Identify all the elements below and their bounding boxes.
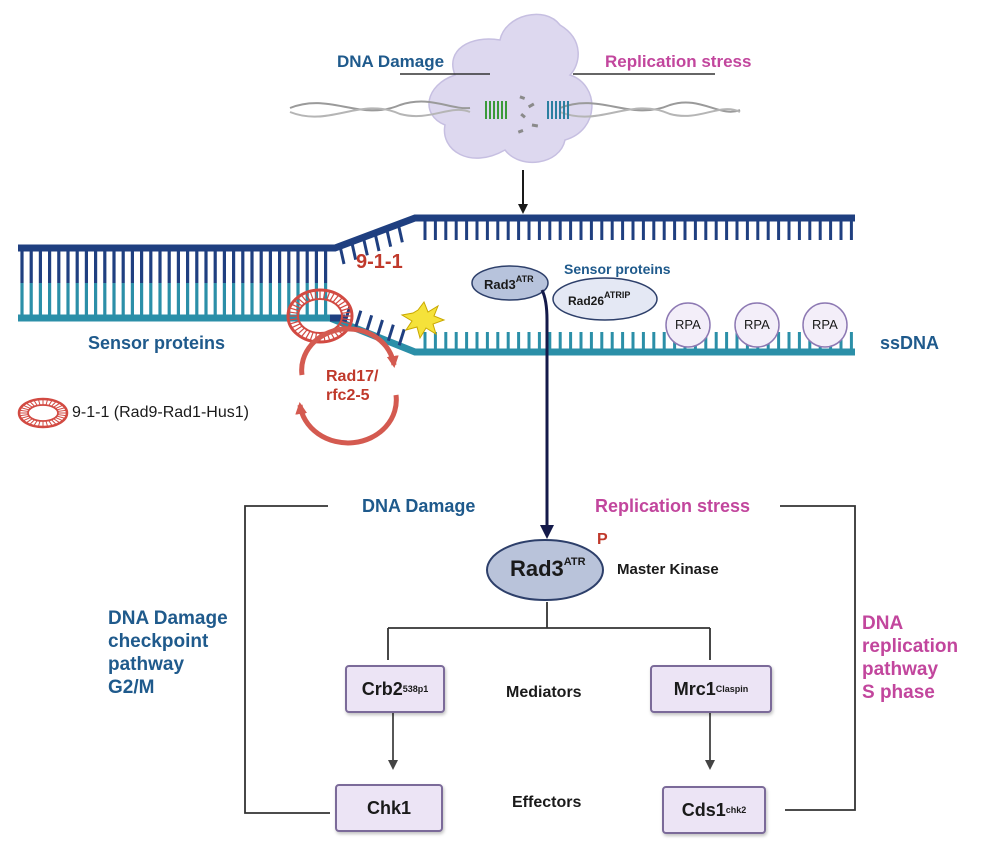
rpa-circle-1 — [665, 302, 711, 348]
rad26-ellipse — [552, 277, 658, 321]
rad3-ellipse — [471, 265, 549, 301]
ssdna-label: ssDNA — [880, 333, 940, 353]
master-rad3-text: Rad3 — [510, 556, 564, 581]
master-rad3-sup: ATR — [563, 556, 586, 568]
rad17-label-line1: Rad17/ — [326, 368, 379, 385]
arrow-rad3-to-master — [540, 289, 554, 539]
mediators-label: Mediators — [506, 684, 582, 701]
rad3-label: Rad3ATR — [484, 274, 534, 292]
chk1-box: Chk1 — [335, 784, 443, 832]
legend-clamp-icon — [17, 397, 69, 429]
rpa-label-2: RPA — [744, 317, 770, 332]
rad26-sup: ATRIP — [604, 290, 631, 300]
pathway-brackets — [244, 505, 856, 814]
cds1-sup: chk2 — [725, 805, 747, 815]
chk1-text: Chk1 — [366, 797, 411, 818]
rad26-text: Rad26 — [568, 294, 605, 308]
nine-one-one-label: 9-1-1 — [356, 251, 403, 273]
pathway-dna-damage-label: DNA Damage — [362, 496, 476, 516]
nine-one-one-clamp — [286, 288, 354, 344]
mrc1-text: Mrc1 — [673, 678, 716, 699]
rad3-text: Rad3 — [484, 277, 516, 292]
mrc1-sup: Claspin — [715, 684, 749, 694]
top-dna-left — [289, 100, 471, 112]
crb2-sup: 538p1 — [402, 684, 429, 694]
rpa-circle-3 — [802, 302, 848, 348]
rpa-label-3: RPA — [812, 317, 838, 332]
replisome-illustration — [289, 13, 741, 164]
pathway-replication-stress-label: Replication stress — [595, 496, 751, 516]
sensor-proteins-left-label: Sensor proteins — [88, 333, 226, 353]
rad26-label: Rad26ATRIP — [568, 290, 630, 308]
legend-clamp-label: 9-1-1 (Rad9-Rad1-Hus1) — [72, 404, 249, 421]
rpa-label-1: RPA — [675, 317, 701, 332]
right-pathway-title: DNA replication pathway S phase — [862, 613, 959, 703]
rad17-label-line2: rfc2-5 — [326, 387, 370, 404]
top-replication-stress-label: Replication stress — [605, 52, 752, 71]
cds1-text: Cds1 — [681, 799, 726, 820]
top-dna-damage-label: DNA Damage — [337, 52, 445, 71]
master-kinase-ellipse — [486, 539, 604, 601]
rad17-cycle — [295, 326, 399, 446]
rad3-sup: ATR — [515, 274, 534, 284]
sensor-proteins-right-label: Sensor proteins — [564, 261, 671, 277]
replication-fork — [18, 214, 855, 356]
crb2-text: Crb2 — [361, 678, 403, 699]
master-kinase-label: Master Kinase — [617, 561, 719, 578]
effectors-label: Effectors — [512, 794, 582, 811]
phospho-label: P — [597, 531, 608, 548]
rpa-circle-2 — [734, 302, 780, 348]
damage-star-icon — [400, 300, 446, 340]
master-rad3-label: Rad3ATR — [510, 556, 586, 582]
left-pathway-title: DNA Damage checkpoint pathway G2/M — [108, 608, 228, 698]
